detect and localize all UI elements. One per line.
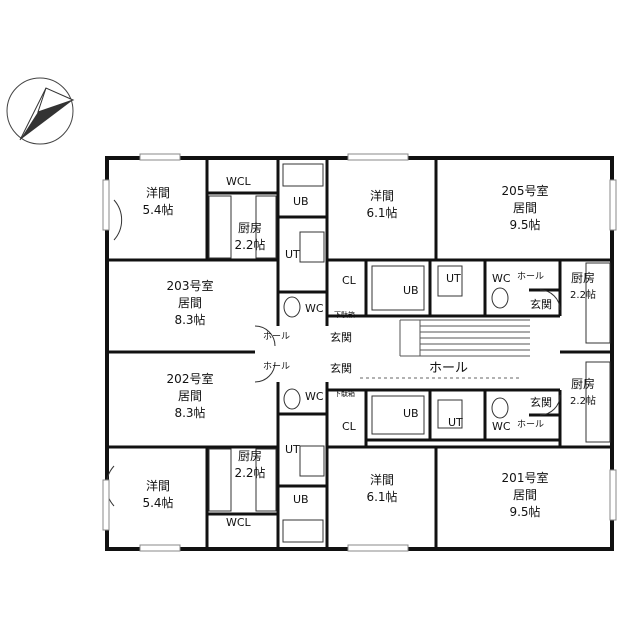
common-hall-label: ホール: [429, 361, 469, 376]
room-type: 洋間: [369, 189, 394, 203]
wc-label-left-bottom: WC: [305, 390, 324, 403]
room-size: 5.4帖: [142, 496, 174, 510]
hall-label-left-top: ホール: [263, 332, 291, 342]
room-size: 8.3帖: [174, 406, 206, 420]
entrance-label-right-bottom: 玄関: [530, 396, 552, 409]
entrance-label-right-top: 玄関: [530, 298, 552, 311]
wcl-label-top: WCL: [226, 175, 251, 188]
unit-number: 205号室: [501, 184, 549, 198]
room-type: 洋間: [145, 186, 170, 200]
kitchen-bottom-right: 厨房 2.2帖: [563, 376, 603, 410]
western-room-bottom-left: 洋間 5.4帖: [128, 478, 188, 512]
room-type: 洋間: [369, 473, 394, 487]
kitchen-top-right: 厨房 2.2帖: [563, 270, 603, 304]
ub-label-left-top: UB: [293, 195, 309, 208]
unit-205: 205号室 居間 9.5帖: [485, 183, 565, 234]
unit-number: 202号室: [166, 372, 214, 386]
room-type: 居間: [512, 488, 537, 502]
wc-label-left-top: WC: [305, 302, 324, 315]
hall-label-right-top: ホール: [517, 272, 545, 282]
unit-number: 203号室: [166, 279, 214, 293]
windows: [102, 153, 617, 552]
ut-label-center-bottom: UT: [448, 416, 463, 429]
room-size: 9.5帖: [509, 505, 541, 519]
room-size: 9.5帖: [509, 218, 541, 232]
ut-label-left-bottom: UT: [285, 443, 300, 456]
kitchen-size: 2.2帖: [234, 238, 266, 252]
western-room-bottom-center: 洋間 6.1帖: [352, 472, 412, 506]
ub-label-center-bottom: UB: [403, 407, 419, 420]
room-type: 居間: [512, 201, 537, 215]
unit-203: 203号室 居間 8.3帖: [150, 278, 230, 329]
ub-label-left-bottom: UB: [293, 493, 309, 506]
cl-label-top: CL: [342, 274, 356, 287]
wcl-label-bottom: WCL: [226, 516, 251, 529]
hall-label-left-bottom: ホール: [263, 362, 291, 372]
north-arrow-icon: [6, 77, 75, 145]
shoe-box-label-bottom: 下駄箱: [334, 390, 355, 398]
kitchen-bottom-left: 厨房 2.2帖: [232, 448, 268, 482]
wc-label-right-bottom: WC: [492, 420, 511, 433]
kitchen-label: 厨房: [570, 271, 595, 285]
ut-label-center-top: UT: [446, 272, 461, 285]
western-room-top-left: 洋間 5.4帖: [128, 185, 188, 219]
ut-label-left-top: UT: [285, 248, 300, 261]
ub-label-center-top: UB: [403, 284, 419, 297]
unit-number: 201号室: [501, 471, 549, 485]
entrance-label-left-bottom: 玄関: [330, 362, 352, 375]
room-type: 居間: [177, 389, 202, 403]
kitchen-label: 厨房: [570, 377, 595, 391]
room-size: 6.1帖: [366, 206, 398, 220]
hall-label-right-bottom: ホール: [517, 420, 545, 430]
western-room-top-center: 洋間 6.1帖: [352, 188, 412, 222]
kitchen-size: 2.2帖: [570, 396, 596, 407]
room-type: 居間: [177, 296, 202, 310]
kitchen-size: 2.2帖: [570, 290, 596, 301]
room-size: 5.4帖: [142, 203, 174, 217]
unit-201: 201号室 居間 9.5帖: [485, 470, 565, 521]
cl-label-bottom: CL: [342, 420, 356, 433]
room-size: 8.3帖: [174, 313, 206, 327]
kitchen-size: 2.2帖: [234, 466, 266, 480]
shoe-box-label-top: 下駄箱: [334, 311, 355, 319]
unit-202: 202号室 居間 8.3帖: [150, 371, 230, 422]
inner-walls: [107, 160, 612, 547]
kitchen-label: 厨房: [237, 449, 262, 463]
room-type: 洋間: [145, 479, 170, 493]
kitchen-label: 厨房: [237, 221, 262, 235]
wc-label-right-top: WC: [492, 272, 511, 285]
entrance-label-left-top: 玄関: [330, 331, 352, 344]
kitchen-top-left: 厨房 2.2帖: [232, 220, 268, 254]
room-size: 6.1帖: [366, 490, 398, 504]
